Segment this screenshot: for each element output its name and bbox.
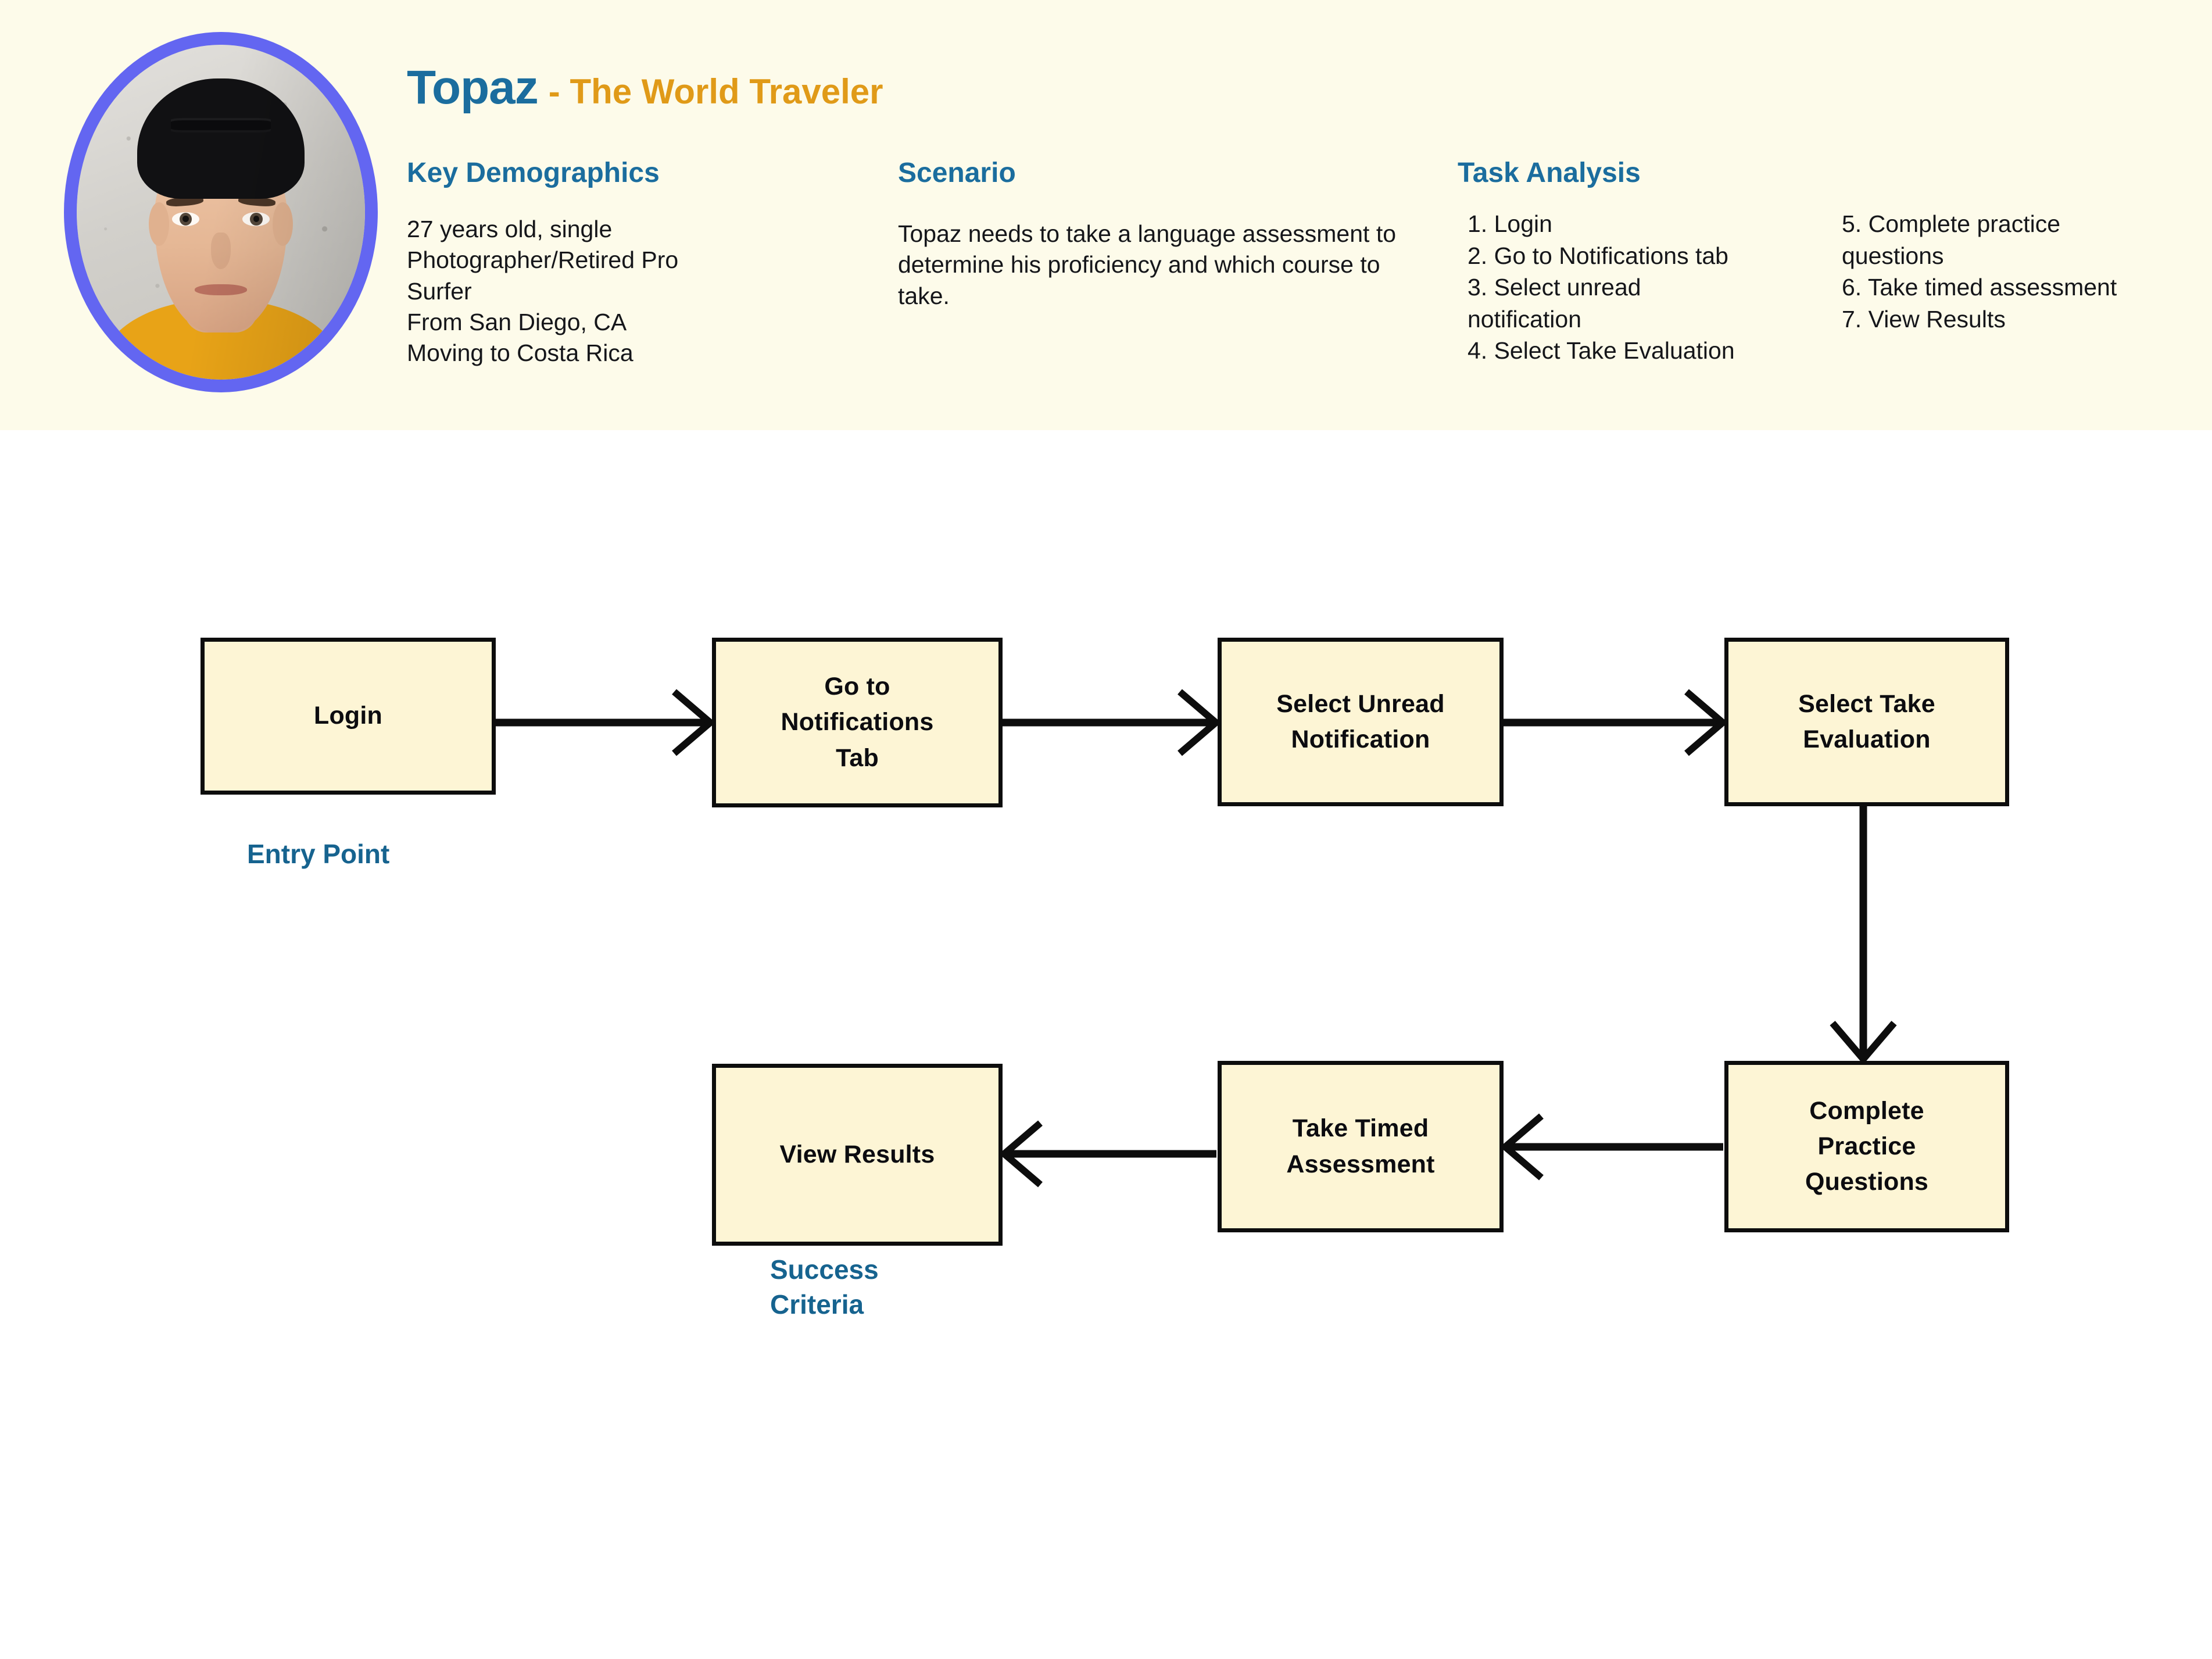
task-analysis-column-one: 1. Login 2. Go to Notifications tab 3. S…: [1467, 208, 1816, 367]
key-demographics-body: 27 years old, single Photographer/Retire…: [407, 216, 679, 367]
task-analysis-item: 5. Complete practice questions: [1842, 210, 2061, 269]
flow-node-select-take-evaluation[interactable]: Select Take Evaluation: [1724, 638, 2009, 806]
flow-node-go-to-notifications-tab[interactable]: Go to Notifications Tab: [712, 638, 1003, 807]
flow-node-select-unread-notification[interactable]: Select Unread Notification: [1218, 638, 1504, 806]
flow-node-label: Complete Practice Questions: [1805, 1096, 1929, 1196]
task-analysis-item: 2. Go to Notifications tab: [1467, 242, 1728, 269]
scenario-body: Topaz needs to take a language assessmen…: [898, 220, 1397, 309]
entry-point-caption: Entry Point: [247, 839, 390, 869]
key-demographics-heading: Key Demographics: [407, 158, 660, 188]
task-analysis-list: 1. Login 2. Go to Notifications tab 3. S…: [1467, 208, 2200, 367]
flow-node-label: View Results: [779, 1140, 935, 1168]
task-analysis-item: 3. Select unread notification: [1467, 274, 1641, 332]
task-analysis-item: 1. Login: [1467, 210, 1552, 237]
avatar-shading: [77, 45, 365, 380]
persona-title: Topaz- The World Traveler: [407, 60, 883, 115]
task-analysis-item: 7. View Results: [1842, 305, 2006, 332]
flow-node-login[interactable]: Login: [201, 638, 496, 795]
flow-node-take-timed-assessment[interactable]: Take Timed Assessment: [1218, 1061, 1504, 1232]
flow-node-label: Take Timed Assessment: [1286, 1114, 1435, 1178]
arrowhead-practice-to-timed: [1499, 1113, 1544, 1181]
arrowhead-take-evaluation-to-practice: [1830, 1021, 1897, 1065]
avatar-beanie: [137, 78, 305, 199]
avatar: [64, 32, 378, 392]
task-analysis-item: 6. Take timed assessment: [1842, 274, 2117, 301]
arrowhead-timed-to-view-results: [998, 1120, 1043, 1188]
arrowhead-login-to-notifications: [672, 689, 716, 756]
flow-node-label: Go to Notifications Tab: [781, 673, 934, 772]
arrowhead-unread-to-take-evaluation: [1684, 689, 1728, 756]
avatar-nose: [210, 232, 231, 269]
flow-node-label: Login: [313, 702, 382, 730]
avatar-photo: [77, 45, 365, 380]
scenario-heading: Scenario: [898, 158, 1016, 188]
avatar-mouth: [195, 284, 247, 296]
flow-node-label: Select Take Evaluation: [1798, 689, 1935, 753]
task-analysis-item: 4. Select Take Evaluation: [1467, 337, 1735, 364]
avatar-ear-left: [149, 202, 169, 246]
task-analysis-heading: Task Analysis: [1458, 158, 1641, 188]
arrowhead-notifications-to-unread: [1177, 689, 1222, 756]
flow-node-label: Select Unread Notification: [1276, 689, 1445, 753]
task-analysis-column-two: 5. Complete practice questions 6. Take t…: [1842, 208, 2202, 367]
persona-name: Topaz: [407, 61, 539, 114]
avatar-eye-right: [242, 212, 270, 227]
avatar-ear-right: [273, 202, 293, 246]
flow-node-view-results[interactable]: View Results: [712, 1064, 1003, 1246]
flow-node-complete-practice-questions[interactable]: Complete Practice Questions: [1724, 1061, 2009, 1232]
success-criteria-caption: Success Criteria: [770, 1254, 879, 1320]
persona-tagline: - The World Traveler: [548, 72, 883, 111]
avatar-eye-left: [171, 212, 199, 227]
